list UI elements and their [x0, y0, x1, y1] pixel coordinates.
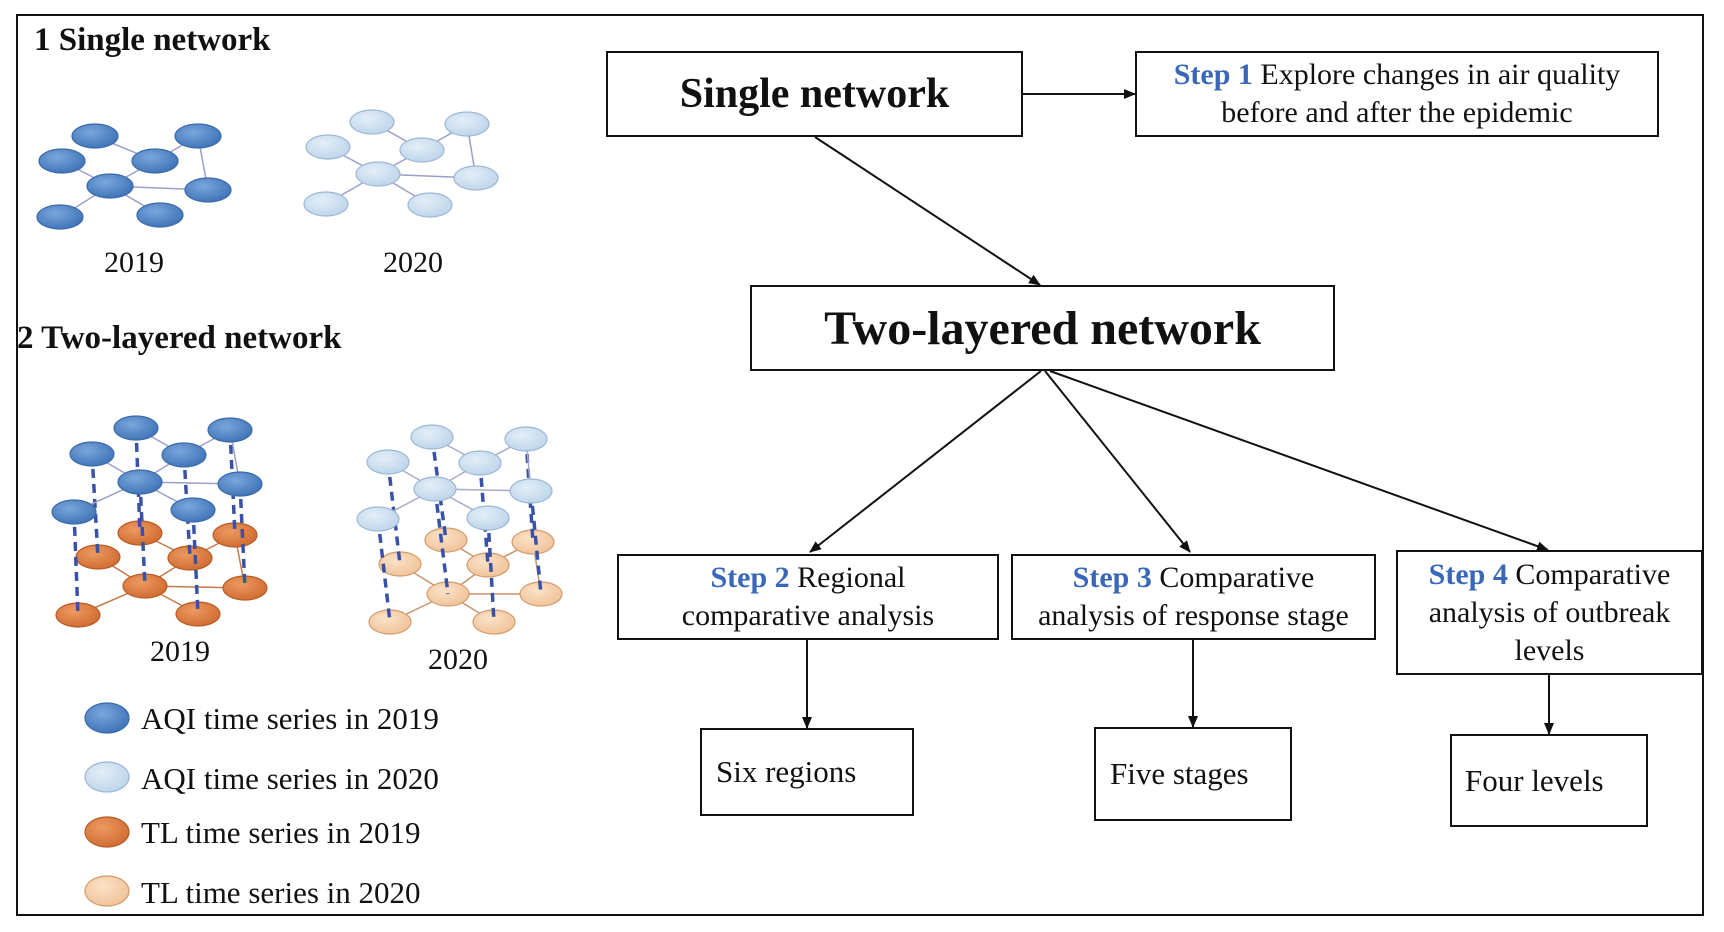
two-layer-network-2019 [51, 415, 268, 628]
step4-text-line2: analysis of outbreak [1428, 595, 1671, 629]
step2-text-line1: Regional [797, 561, 906, 594]
step1-label: Step 1 [1173, 58, 1253, 91]
six-regions-box: Six regions [700, 728, 914, 816]
step1-text: Step 1 Explore changes in air quality be… [1174, 56, 1621, 132]
four-levels-box: Four levels [1450, 734, 1648, 827]
six-regions-label: Six regions [716, 754, 857, 789]
step1-box: Step 1 Explore changes in air quality be… [1135, 51, 1659, 137]
step4-label: Step 4 [1428, 557, 1508, 591]
step4-box: Step 4 Comparative analysis of outbreak … [1396, 550, 1703, 675]
step3-box: Step 3 Comparative analysis of response … [1011, 554, 1376, 640]
arrow-single-to-two-layered [814, 136, 1041, 286]
section-1-title: 1 Single network [34, 22, 271, 58]
step4-text: Step 4 Comparative analysis of outbreak … [1429, 556, 1671, 670]
two-layer-network-2020 [356, 424, 563, 635]
arrow-two-layered-to-step3 [1044, 370, 1191, 553]
step1-text-line1: Explore changes in air quality [1260, 58, 1621, 91]
step3-text-line1: Comparative [1159, 561, 1315, 594]
step2-box: Step 2 Regional comparative analysis [617, 554, 999, 640]
step4-text-line3: levels [1514, 633, 1585, 667]
step4-text-line1: Comparative [1515, 557, 1671, 591]
step3-label: Step 3 [1072, 561, 1152, 594]
five-stages-label: Five stages [1110, 756, 1249, 791]
legend-marker-tl-2020 [84, 875, 130, 907]
legend-label-tl-2019: TL time series in 2019 [141, 815, 421, 850]
single-network-box: Single network [606, 51, 1023, 137]
arrow-two-layered-to-step4 [1049, 370, 1549, 551]
step2-text: Step 2 Regional comparative analysis [682, 559, 934, 635]
two-layered-network-box: Two-layered network [750, 285, 1335, 371]
single-network-2020 [303, 109, 499, 218]
year-label-single-2020: 2020 [383, 246, 443, 279]
legend-markers [84, 702, 130, 907]
legend-label-aqi-2019: AQI time series in 2019 [141, 701, 439, 736]
step2-text-line2: comparative analysis [681, 599, 935, 632]
legend-marker-tl-2019 [84, 816, 130, 848]
legend-label-tl-2020: TL time series in 2020 [141, 875, 421, 910]
step3-text-line2: analysis of response stage [1038, 599, 1349, 632]
two-layered-network-label: Two-layered network [824, 301, 1261, 355]
five-stages-box: Five stages [1094, 727, 1292, 821]
year-label-single-2019: 2019 [104, 246, 164, 279]
single-network-label: Single network [679, 71, 950, 117]
single-network-2019 [36, 123, 232, 230]
legend-label-aqi-2020: AQI time series in 2020 [141, 761, 439, 796]
legend-marker-aqi-2019 [84, 702, 130, 734]
year-label-two-layer-2020: 2020 [428, 643, 488, 676]
legend-marker-aqi-2020 [84, 761, 130, 793]
four-levels-label: Four levels [1465, 762, 1604, 798]
arrow-two-layered-to-step2 [809, 370, 1042, 553]
figure-frame [16, 14, 1704, 916]
year-label-two-layer-2019: 2019 [150, 635, 210, 668]
section-2-title: 2 Two-layered network [17, 320, 342, 356]
step1-text-line2: before and after the epidemic [1221, 96, 1573, 129]
step3-text: Step 3 Comparative analysis of response … [1038, 559, 1349, 635]
step2-label: Step 2 [710, 561, 790, 594]
